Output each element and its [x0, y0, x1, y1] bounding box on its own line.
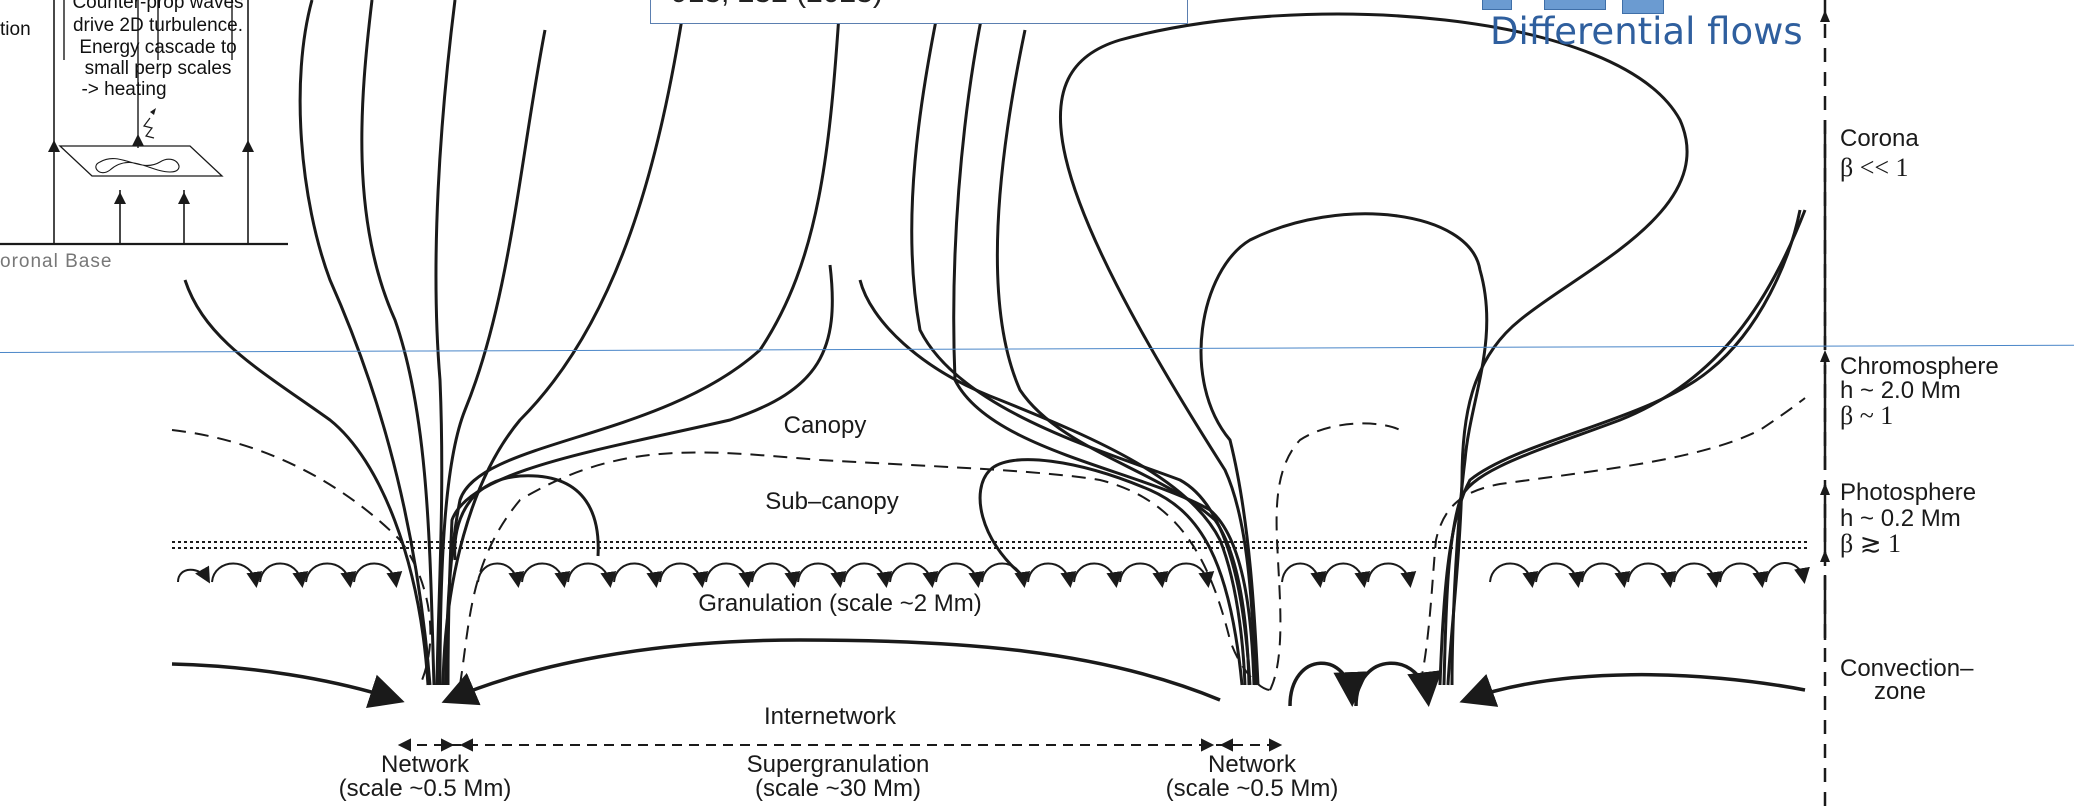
- canopy-boundary: [171, 397, 1806, 691]
- field-lines: [183, 0, 1807, 686]
- chromosphere-beta-label: β ~ 1: [1840, 401, 1893, 430]
- network-left-scale: (scale ~0.5 Mm): [339, 775, 512, 802]
- coronal-base-label: oronal Base: [0, 251, 112, 272]
- supergranulation-scale: (scale ~30 Mm): [755, 775, 921, 802]
- reference-citation-box: 913, 232 (2023): [650, 0, 1188, 24]
- scale-markers: [397, 738, 1283, 752]
- inset-annotation-line-5: -> heating: [81, 79, 166, 100]
- chromosphere-height-label: h ~ 2.0 Mm: [1840, 377, 1961, 404]
- flow-box-shape: [1622, 0, 1664, 14]
- flow-box-shape: [1544, 0, 1606, 10]
- inset-annotation-line-2: drive 2D turbulence.: [73, 15, 243, 36]
- slide-title: Differential flows: [1490, 10, 1803, 53]
- photosphere-beta-label: β ≳ 1: [1840, 529, 1901, 558]
- granulation-cells: [177, 562, 1810, 588]
- chromosphere-label: Chromosphere: [1840, 353, 1999, 380]
- inset-fragment-label: tion: [0, 19, 31, 40]
- scale-labels: Network (scale ~0.5 Mm) Supergranulation…: [339, 751, 1339, 802]
- inset-annotation-line-3: Energy cascade to: [79, 37, 236, 58]
- corona-beta-label: β << 1: [1840, 153, 1909, 182]
- inset-annotation-line-1: Counter-prop waves: [72, 0, 243, 13]
- photosphere-label: Photosphere: [1840, 479, 1976, 506]
- inset-annotation-line-4: small perp scales: [85, 58, 232, 79]
- flow-box-shape: [1482, 0, 1512, 10]
- inset-panel: tion Counter-prop waves drive 2D turbule…: [0, 0, 288, 272]
- convection-label-line-2: zone: [1874, 678, 1926, 705]
- reference-citation-text: 913, 232 (2023): [671, 0, 883, 9]
- photosphere-height-label: h ~ 0.2 Mm: [1840, 505, 1961, 532]
- network-right-label: Network: [1208, 751, 1297, 778]
- height-axis: [1820, 0, 1830, 808]
- photosphere-boundary: [172, 541, 1810, 549]
- convection-label-line-1: Convection–: [1840, 655, 1974, 682]
- internetwork-label: Internetwork: [764, 703, 897, 730]
- network-left-label: Network: [381, 751, 470, 778]
- region-labels: Canopy Sub–canopy Granulation (scale ~2 …: [698, 412, 981, 730]
- granulation-label: Granulation (scale ~2 Mm): [698, 590, 981, 617]
- corona-label: Corona: [1840, 125, 1919, 152]
- subcanopy-label: Sub–canopy: [765, 488, 898, 515]
- canopy-label: Canopy: [784, 412, 867, 439]
- supergranular-flows: [171, 638, 1806, 709]
- network-right-scale: (scale ~0.5 Mm): [1166, 775, 1339, 802]
- layer-labels: Corona β << 1 Chromosphere h ~ 2.0 Mm β …: [1840, 125, 1999, 705]
- supergranulation-label: Supergranulation: [747, 751, 930, 778]
